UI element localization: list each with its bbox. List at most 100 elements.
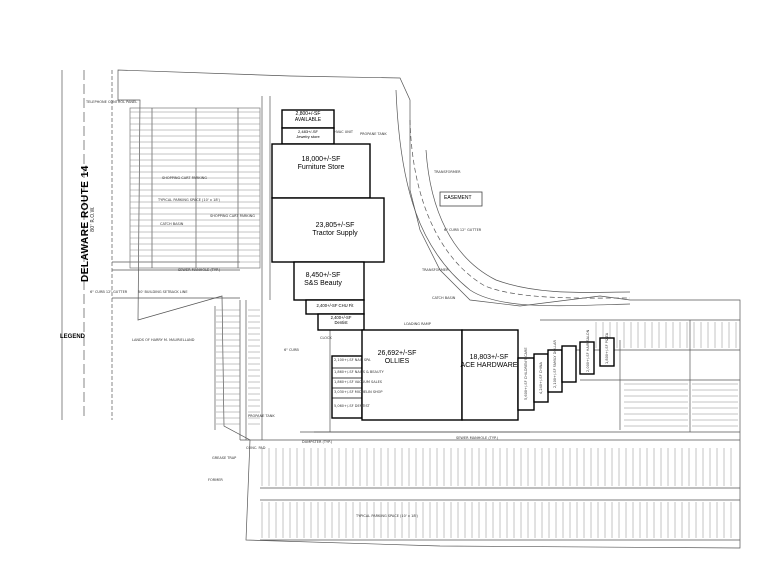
parking-stalls-upper-lot: [130, 111, 260, 263]
pad-name: PIZZA: [605, 332, 609, 344]
note-propane: PROPANE TANK: [360, 132, 387, 136]
building-small-strip: [331, 355, 363, 419]
note-dumpster: DUMPSTER (TYP.): [302, 440, 333, 444]
parking-stalls-right-lot: [595, 322, 738, 427]
note-former: FORMER: [208, 478, 223, 482]
building-dentist: [317, 313, 365, 331]
building-furniture: [271, 143, 371, 199]
parking-stalls-left-strip: [216, 309, 260, 425]
tenant-ace-hardware: 18,803+/-SF ACE HARDWARE: [458, 354, 520, 370]
pad-name: HAIR SALON: [586, 329, 590, 352]
pad-area: 4,240+/-SF: [539, 374, 543, 394]
small-tenant-area: 1,860+/-SF: [334, 380, 354, 384]
building-ollies: [361, 329, 463, 421]
note-gutter-2: 6" CURB 12" GUTTER: [444, 228, 482, 232]
tenant-tractor-supply: 23,805+/-SF Tractor Supply: [286, 222, 384, 238]
pad-area: 2,000+/-SF: [586, 352, 590, 372]
pad-label-5: 1,800+/-SF PIZZA: [605, 333, 609, 364]
tenant-area: 8,450+/-SF: [305, 272, 341, 279]
pad-area: 2,100+/-SF: [553, 368, 557, 388]
building-tractor-supply: [271, 197, 385, 263]
tenant-area: 18,000+/-SF: [301, 156, 341, 163]
small-tenant-5: 5,060+/-SF DENTIST: [334, 404, 370, 408]
small-tenant-name: DENTIST: [354, 404, 370, 408]
tenant-area: 26,692+/-SF: [377, 350, 417, 357]
note-setback: 50' BUILDING SETBACK LINE: [138, 290, 188, 294]
note-transformer: TRANSFORMER: [434, 170, 461, 174]
note-gutter: 6" CURB 12" GUTTER: [90, 290, 128, 294]
note-easement: EASEMENT: [444, 195, 472, 201]
small-tenant-area: 3,030+/-SF: [334, 390, 354, 394]
legend-label: LEGEND: [60, 334, 86, 340]
note-typical-parking: TYPICAL PARKING SPACE (10' x 18'): [158, 198, 220, 202]
small-tenant-name: MICHELIN SHOP: [354, 390, 383, 394]
tenant-area: 23,805+/-SF: [315, 222, 355, 229]
road-row-width: 80' R.O.W.: [90, 206, 96, 233]
pad-area: 5,600+/-SF: [524, 380, 528, 400]
note-shopping-cart: SHOPPING CART PARKING: [162, 176, 207, 180]
tenant-name: OLLIES: [384, 358, 410, 366]
small-tenant-1: 2,100+/-SF NAIL SPA: [334, 358, 370, 362]
building-pad-4: [561, 345, 577, 383]
note-sewer-manhole-2: SEWER MANHOLE (TYP.): [456, 436, 499, 440]
note-loading-ramp: LOADING RAMP: [404, 322, 431, 326]
note-land: LANDS OF HARRY M. MAURIELLAND: [132, 338, 195, 342]
small-tenant-area: 2,100+/-SF: [334, 358, 354, 362]
tenant-area: 2,400+/-SF: [330, 315, 352, 320]
small-tenant-name: NAIL SPA: [354, 358, 371, 362]
small-tenant-area: 5,060+/-SF: [334, 404, 354, 408]
tenant-name: Tractor Supply: [312, 230, 358, 238]
pad-area: 1,800+/-SF: [605, 344, 609, 364]
pad-label-3: 2,100+/-SF FAMILY DOLLAR: [553, 340, 557, 388]
note-sewer-manhole: SEWER MANHOLE (TYP.): [178, 268, 221, 272]
pad-label-1: 5,600+/-SF CHILDREN'S CARE: [524, 347, 528, 400]
note-typical-parking-2: TYPICAL PARKING SPACE (10' x 18'): [356, 514, 418, 518]
property-boundary: [117, 69, 741, 549]
small-tenant-area: 1,860+/-SF: [334, 370, 354, 374]
note-shopping-cart-2: SHOPPING CART PARKING: [210, 214, 255, 218]
tenant-name: Furniture Store: [297, 164, 345, 172]
tenant-name: Dentist: [334, 319, 348, 325]
tenant-area: 2,800+/-SF: [295, 111, 321, 117]
building-pad-6: [599, 337, 615, 367]
pad-label-2: 4,240+/-SF CHINA: [539, 362, 543, 394]
easement-box: [439, 191, 483, 207]
pad-name: CHINA: [539, 362, 543, 374]
small-tenant-2: 1,860+/-SF NAILS & BEAUTY: [334, 370, 384, 374]
note-grease-trap: GREASE TRAP: [212, 456, 237, 460]
tenant-name: Jewelry store: [296, 133, 320, 139]
pad-name: FAMILY DOLLAR: [553, 340, 557, 368]
note-hvac: HVAC UNIT: [334, 130, 354, 134]
note-propane-2: PROPANE TANK: [248, 414, 275, 418]
tenant-name: AVAILABLE: [294, 116, 322, 123]
small-tenant-4: 3,030+/-SF MICHELIN SHOP: [334, 390, 383, 394]
note-telephone: TELEPHONE CONTROL PANEL: [86, 100, 138, 104]
tenant-area: 18,803+/-SF: [469, 354, 509, 361]
tenant-furniture: 18,000+/-SF Furniture Store: [272, 156, 370, 172]
parking-stalls-lower-lot: [261, 448, 732, 538]
curved-drive: [395, 89, 631, 307]
tenant-area: 2,483+/-SF: [298, 129, 318, 134]
building-pad-5: [579, 341, 595, 375]
building-ace-hardware: [461, 329, 519, 421]
pad-label-4: 2,000+/-SF HAIR SALON: [586, 330, 590, 372]
tenant-jewelry: 2,483+/-SF Jewelry store: [284, 129, 332, 139]
note-curb: 6" CURB: [284, 348, 299, 352]
tenant-name: ACE HARDWARE: [460, 362, 518, 370]
tenant-ss-beauty: 8,450+/-SF S&S Beauty: [290, 272, 356, 288]
tenant-name: S&S Beauty: [304, 280, 342, 288]
tenant-available: 2,800+/-SF AVAILABLE: [284, 111, 332, 124]
building-ss-beauty: [293, 261, 365, 301]
small-tenant-name: VACUUM SALES: [354, 380, 383, 384]
pad-name: CHILDREN'S CARE: [524, 347, 528, 380]
tenant-ollies: 26,692+/-SF OLLIES: [362, 350, 432, 366]
tenant-area: 2,400+/-SF CHU Fit: [316, 303, 354, 308]
small-tenant-name: NAILS & BEAUTY: [354, 370, 384, 374]
note-catch-basin: CATCH BASIN: [160, 222, 184, 226]
tenant-dentist: 2,400+/-SF Dentist: [318, 315, 364, 326]
note-transformer-2: TRANSFORMER: [422, 268, 449, 272]
tenant-chu-fit: 2,400+/-SF CHU Fit: [306, 303, 364, 309]
note-conc-pad: CONC. PAD: [246, 446, 266, 450]
note-catch-basin-2: CATCH BASIN: [432, 296, 456, 300]
